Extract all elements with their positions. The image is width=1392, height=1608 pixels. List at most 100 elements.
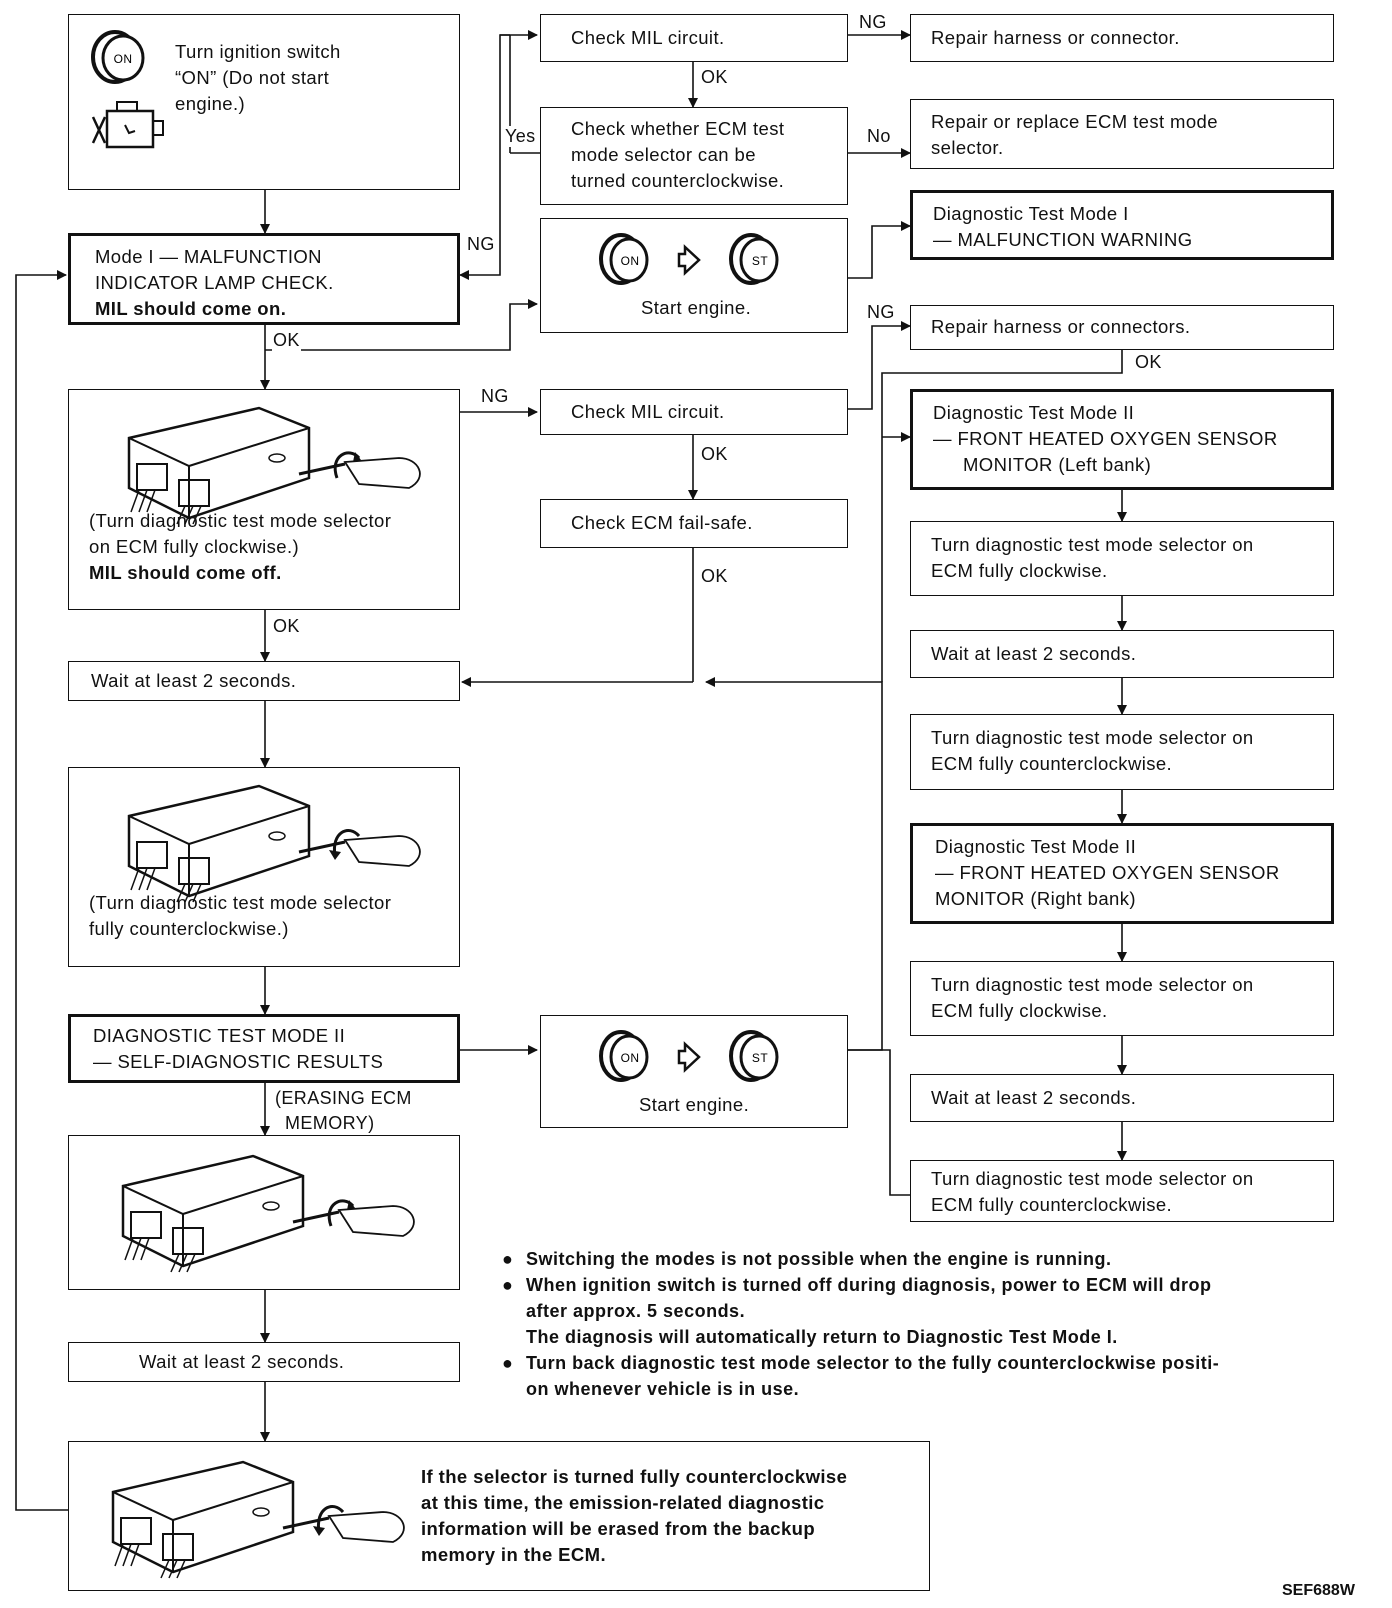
ok-label-check-mil-mid: OK (700, 444, 729, 465)
repair-harness-2-text: Repair harness or connectors. (931, 316, 1191, 337)
mode1-text-2: INDICATOR LAMP CHECK. (95, 272, 334, 293)
no-label: No (866, 126, 892, 147)
dtm2-left-bank-box: Diagnostic Test Mode II — FRONT HEATED O… (910, 389, 1334, 490)
ok-label-failsafe: OK (700, 566, 729, 587)
erasing-label-2: MEMORY) (284, 1113, 376, 1134)
turn-on-text-1: Turn ignition switch (175, 41, 341, 62)
check-selector-box: Check whether ECM test mode selector can… (540, 107, 848, 205)
note-3: ● Turn back diagnostic test mode selecto… (502, 1350, 1220, 1402)
key-on-label: ON (114, 52, 133, 66)
start-engine-box-1: ON ST Start engine. (540, 218, 848, 333)
turn-on-text-2: “ON” (Do not start (175, 67, 330, 88)
note-2-line-2: after approx. 5 seconds. (526, 1301, 746, 1321)
turn-on-text-3: engine.) (175, 93, 246, 114)
wait-2-text: Wait at least 2 seconds. (139, 1351, 345, 1372)
repair-harness-connector-box: Repair harness or connector. (910, 14, 1334, 62)
key-on-label-2: ON (621, 1051, 640, 1065)
key-on-to-start-icon-2: ON ST (599, 1030, 779, 1082)
note-1: ● Switching the modes is not possible wh… (502, 1246, 1112, 1272)
ok-label-repair-harness: OK (1134, 352, 1163, 373)
r-ccw-1-text-1: Turn diagnostic test mode selector on (931, 727, 1254, 748)
note-2: ● When ignition switch is turned off dur… (502, 1272, 1212, 1350)
key-on-label-1: ON (621, 254, 640, 268)
mode1-text-1: Mode I — MALFUNCTION (95, 246, 322, 267)
final-text-4: memory in the ECM. (421, 1544, 607, 1565)
repair-harness-top-text: Repair harness or connector. (931, 27, 1180, 48)
ecm-counterclockwise-illustration-2 (111, 1460, 405, 1579)
key-start-label-2: ST (752, 1051, 768, 1065)
dtm2-right-text-2: — FRONT HEATED OXYGEN SENSOR (935, 862, 1280, 883)
bullet-icon: ● (502, 1249, 514, 1269)
start-engine-1-text: Start engine. (641, 297, 752, 318)
right-turn-ccw-box-2: Turn diagnostic test mode selector on EC… (910, 1160, 1334, 1222)
turn-cw-text-2: on ECM fully clockwise.) (89, 536, 300, 557)
dtm1-malfunction-warning-box: Diagnostic Test Mode I — MALFUNCTION WAR… (910, 190, 1334, 260)
r-wait-1-text: Wait at least 2 seconds. (931, 643, 1137, 664)
erasing-label-1: (ERASING ECM (274, 1088, 413, 1109)
note-2-line-1: When ignition switch is turned off durin… (526, 1275, 1212, 1295)
r-ccw-1-text-2: ECM fully counterclockwise. (931, 753, 1173, 774)
dtm2-left-text-2: — FRONT HEATED OXYGEN SENSOR (933, 428, 1278, 449)
final-erase-box: If the selector is turned fully counterc… (68, 1441, 930, 1591)
note-3-line-1: Turn back diagnostic test mode selector … (526, 1353, 1220, 1373)
check-mil-circuit-box-top: Check MIL circuit. (540, 14, 848, 62)
mode1-mil-check-box: Mode I — MALFUNCTION INDICATOR LAMP CHEC… (68, 233, 460, 325)
figure-code: SEF688W (1282, 1582, 1355, 1599)
dtm2-self-text-2: — SELF-DIAGNOSTIC RESULTS (93, 1051, 384, 1072)
ok-label-check-mil-top: OK (700, 67, 729, 88)
check-mil-mid-text: Check MIL circuit. (571, 401, 725, 422)
dtm2-self-text-1: DIAGNOSTIC TEST MODE II (93, 1025, 346, 1046)
check-selector-text-3: turned counterclockwise. (571, 170, 785, 191)
r-cw-1-text-1: Turn diagnostic test mode selector on (931, 534, 1254, 555)
engine-icon (91, 101, 164, 149)
ecm-counterclockwise-illustration (127, 784, 421, 903)
r-ccw-2-text-1: Turn diagnostic test mode selector on (931, 1168, 1254, 1189)
note-2-line-3: The diagnosis will automatically return … (526, 1327, 1118, 1347)
final-text-3: information will be erased from the back… (421, 1518, 816, 1539)
wait-1-text: Wait at least 2 seconds. (91, 670, 297, 691)
check-mil-circuit-box-mid: Check MIL circuit. (540, 389, 848, 435)
right-turn-cw-box-1: Turn diagnostic test mode selector on EC… (910, 521, 1334, 596)
ok-label-mode1: OK (272, 330, 301, 351)
check-mil-top-text: Check MIL circuit. (571, 27, 725, 48)
r-ccw-2-text-2: ECM fully counterclockwise. (931, 1194, 1173, 1215)
dtm2-left-text-1: Diagnostic Test Mode II (933, 402, 1135, 423)
note-1-line-1: Switching the modes is not possible when… (526, 1249, 1112, 1269)
dtm2-right-bank-box: Diagnostic Test Mode II — FRONT HEATED O… (910, 823, 1334, 924)
ignition-key-on-icon: ON (91, 30, 145, 84)
right-wait-box-1: Wait at least 2 seconds. (910, 630, 1334, 678)
mode1-text-bold: MIL should come on. (95, 298, 287, 319)
turn-ccw-text-2: fully counterclockwise.) (89, 918, 289, 939)
final-text-1: If the selector is turned fully counterc… (421, 1466, 848, 1487)
yes-label: Yes (504, 126, 537, 147)
turn-ccw-text-1: (Turn diagnostic test mode selector (89, 892, 392, 913)
check-failsafe-text: Check ECM fail-safe. (571, 512, 753, 533)
ok-label-turn-cw: OK (272, 616, 301, 637)
check-selector-text-2: mode selector can be (571, 144, 756, 165)
repair-ecm-selector-box: Repair or replace ECM test mode selector… (910, 99, 1334, 169)
repair-harness-connectors-box: Repair harness or connectors. (910, 305, 1334, 350)
note-3-line-2: on whenever vehicle is in use. (526, 1379, 800, 1399)
ecm-clockwise-illustration-2 (121, 1154, 415, 1273)
dtm1-text-2: — MALFUNCTION WARNING (933, 229, 1193, 250)
repair-ecm-text-2: selector. (931, 137, 1004, 158)
turn-cw-text-1: (Turn diagnostic test mode selector (89, 510, 392, 531)
start-engine-box-2: ON ST Start engine. (540, 1015, 848, 1128)
ng-label-check-mil-top: NG (858, 12, 888, 33)
wait-2-seconds-box-2: Wait at least 2 seconds. (68, 1342, 460, 1382)
bullet-icon: ● (502, 1353, 514, 1373)
dtm2-right-text-3: MONITOR (Right bank) (935, 888, 1136, 909)
dtm2-self-diagnostic-box: DIAGNOSTIC TEST MODE II — SELF-DIAGNOSTI… (68, 1014, 460, 1083)
r-cw-2-text-2: ECM fully clockwise. (931, 1000, 1108, 1021)
r-wait-2-text: Wait at least 2 seconds. (931, 1087, 1137, 1108)
dtm2-left-text-3: MONITOR (Left bank) (963, 454, 1152, 475)
key-start-label-1: ST (752, 254, 768, 268)
check-selector-text-1: Check whether ECM test (571, 118, 785, 139)
check-ecm-failsafe-box: Check ECM fail-safe. (540, 499, 848, 548)
key-on-to-start-icon: ON ST (599, 233, 779, 285)
turn-ignition-on-box: ON Turn ignition switch “ON” (Do not sta… (68, 14, 460, 190)
ng-label-check-mil-mid: NG (866, 302, 896, 323)
turn-cw-text-bold: MIL should come off. (89, 562, 282, 583)
ecm-erase-illustration-box (68, 1135, 460, 1290)
